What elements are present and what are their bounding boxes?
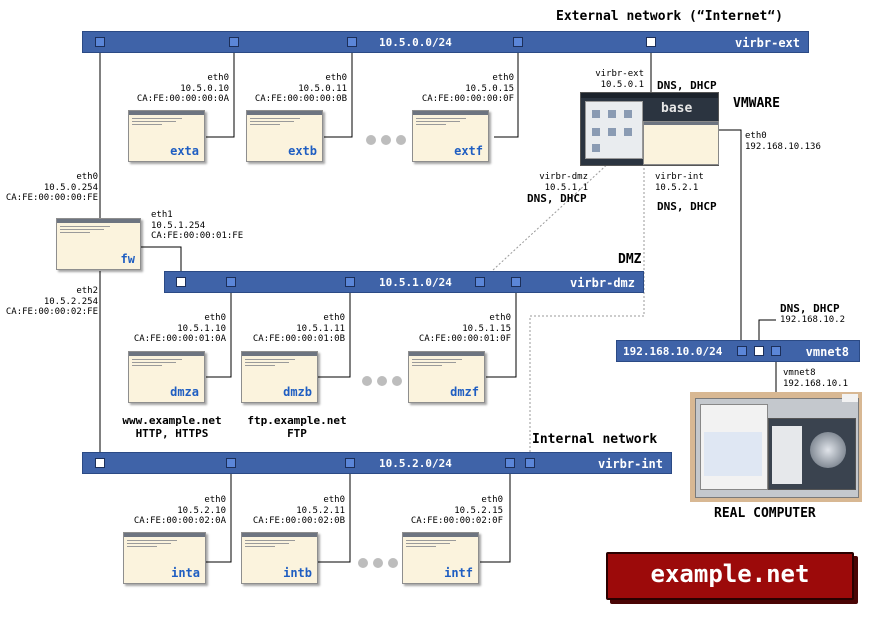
subnet-label: 10.5.2.0/24 <box>379 457 452 470</box>
subnet-label: 10.5.1.0/24 <box>379 276 452 289</box>
port <box>226 277 236 287</box>
fw-eth2-info: eth2 10.5.2.254 CA:FE:00:00:02:FE <box>5 286 98 317</box>
host-info-extb: eth0 10.5.0.11 CA:FE:00:00:00:0B <box>254 73 347 104</box>
hostname: intb <box>283 566 312 580</box>
terminal-dmzb[interactable]: dmzb <box>241 351 318 403</box>
virbr-int-bar: 10.5.2.0/24 virbr-int <box>82 452 672 474</box>
port <box>525 458 535 468</box>
more-hosts-ellipsis <box>358 558 398 568</box>
port <box>475 277 485 287</box>
host-info-dmzf: eth0 10.5.1.15 CA:FE:00:00:01:0F <box>418 313 511 344</box>
host-info-dmza: eth0 10.5.1.10 CA:FE:00:00:01:0A <box>133 313 226 344</box>
more-hosts-ellipsis <box>362 376 402 386</box>
port <box>737 346 747 356</box>
port <box>505 458 515 468</box>
terminal-fw[interactable]: fw <box>56 218 141 270</box>
virbr-ext-bar: 10.5.0.0/24 virbr-ext <box>82 31 809 53</box>
hostname: intf <box>444 566 473 580</box>
host-info-extf: eth0 10.5.0.15 CA:FE:00:00:00:0F <box>421 73 514 104</box>
terminal-exta[interactable]: exta <box>128 110 205 162</box>
port <box>511 277 521 287</box>
virbr-dmz-bar: 10.5.1.0/24 virbr-dmz <box>164 271 644 293</box>
host-info-intb: eth0 10.5.2.11 CA:FE:00:00:02:0B <box>252 495 345 526</box>
host-info-intf: eth0 10.5.2.15 CA:FE:00:00:02:0F <box>410 495 503 526</box>
port <box>646 37 656 47</box>
port <box>95 37 105 47</box>
dmz-heading: DMZ <box>618 252 642 267</box>
terminal-intb[interactable]: intb <box>241 532 318 584</box>
bridge-name: virbr-ext <box>734 36 800 50</box>
subnet-label: 192.168.10.0/24 <box>623 345 723 358</box>
terminal-dmzf[interactable]: dmzf <box>408 351 485 403</box>
bridge-name: vmnet8 <box>805 345 849 359</box>
settings-window <box>585 101 643 159</box>
base-dmz-services: DNS, DHCP <box>527 192 587 205</box>
host-info-dmzb: eth0 10.5.1.11 CA:FE:00:00:01:0B <box>252 313 345 344</box>
base-ext-info: virbr-ext 10.5.0.1 <box>595 69 644 90</box>
logo-text: example.net <box>650 560 810 588</box>
internal-network-heading: Internal network <box>532 432 658 447</box>
host-info-inta: eth0 10.5.2.10 CA:FE:00:00:02:0A <box>133 495 226 526</box>
base-vm-screenshot[interactable]: base <box>580 92 719 166</box>
port <box>229 37 239 47</box>
hostname: exta <box>170 144 199 158</box>
real-computer-heading: REAL COMPUTER <box>714 506 816 521</box>
terminal-intf[interactable]: intf <box>402 532 479 584</box>
base-eth0-info: eth0 192.168.10.136 <box>745 131 821 152</box>
terminal-inta[interactable]: inta <box>123 532 206 584</box>
vmnet-gateway-services: DNS, DHCP <box>780 302 840 315</box>
port <box>771 346 781 356</box>
port <box>754 346 764 356</box>
base-int-services: DNS, DHCP <box>657 200 717 213</box>
hostname: dmzf <box>450 385 479 399</box>
base-hostname: base <box>661 101 693 116</box>
terminal-extb[interactable]: extb <box>246 110 323 162</box>
example-net-logo: example.net <box>606 552 858 604</box>
port <box>347 37 357 47</box>
base-int-info: virbr-int 10.5.2.1 <box>655 172 704 193</box>
hostname: dmzb <box>283 385 312 399</box>
base-terminal <box>643 121 719 165</box>
clock <box>842 394 858 402</box>
vmnet-gateway-ip: 192.168.10.2 <box>780 315 846 325</box>
real-computer-screenshot[interactable] <box>690 392 862 502</box>
hostname: inta <box>171 566 200 580</box>
hostname: extf <box>454 144 483 158</box>
bridge-name: virbr-int <box>597 457 663 471</box>
terminal-extf[interactable]: extf <box>412 110 489 162</box>
vmware-heading: VMWARE <box>733 96 780 111</box>
port <box>345 458 355 468</box>
host-info-exta: eth0 10.5.0.10 CA:FE:00:00:00:0A <box>136 73 229 104</box>
subnet-label: 10.5.0.0/24 <box>379 36 452 49</box>
hostname: extb <box>288 144 317 158</box>
bridge-name: virbr-dmz <box>569 276 635 290</box>
more-hosts-ellipsis <box>366 135 406 145</box>
fw-eth0-info: eth0 10.5.0.254 CA:FE:00:00:00:FE <box>5 172 98 203</box>
fw-eth1-info: eth1 10.5.1.254 CA:FE:00:00:01:FE <box>151 210 244 241</box>
host-vmnet8-info: vmnet8 192.168.10.1 <box>783 368 849 389</box>
base-ext-services: DNS, DHCP <box>657 79 717 92</box>
terminal-dmza[interactable]: dmza <box>128 351 205 403</box>
port <box>95 458 105 468</box>
base-dmz-info: virbr-dmz 10.5.1.1 <box>539 172 588 193</box>
port <box>226 458 236 468</box>
hostname: dmza <box>170 385 199 399</box>
port <box>176 277 186 287</box>
hostname: fw <box>120 252 135 266</box>
port <box>513 37 523 47</box>
external-network-heading: External network (“Internet“) <box>556 9 783 24</box>
port <box>345 277 355 287</box>
